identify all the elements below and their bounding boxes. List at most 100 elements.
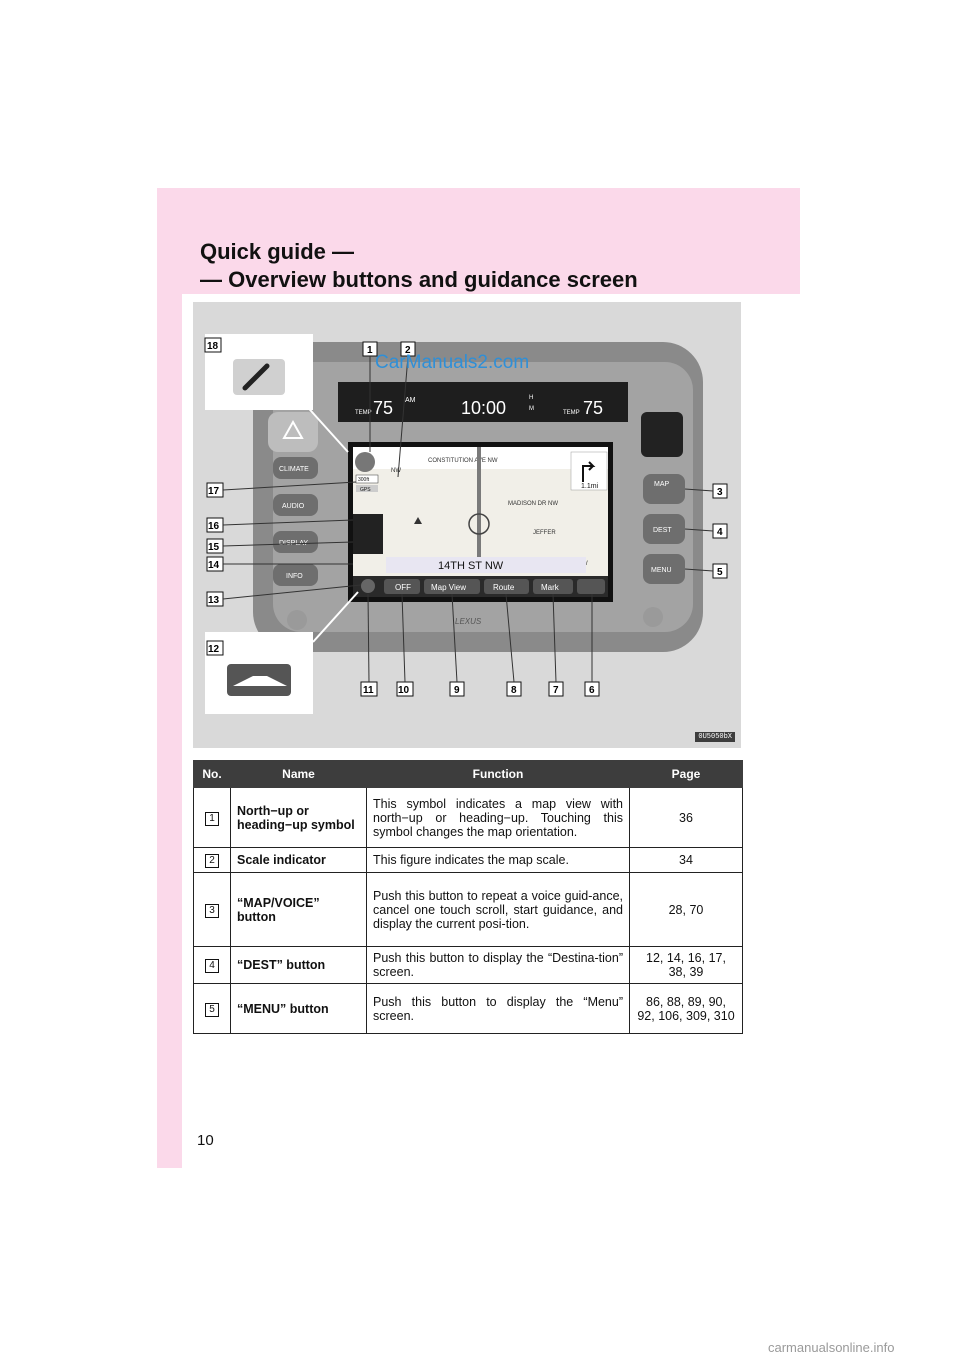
header-name: Name — [230, 760, 367, 788]
callout-14: 14 — [208, 560, 220, 571]
display-button[interactable] — [273, 531, 318, 553]
header-page: Page — [629, 760, 743, 788]
callout-12-box — [206, 640, 224, 656]
map-button-label: MAP — [654, 481, 670, 488]
turn-distance: 1.1mi — [581, 483, 599, 490]
page-number: 10 — [197, 1132, 214, 1149]
row-number: 1 — [205, 811, 219, 826]
audio-label: AUDIO — [282, 503, 305, 510]
table-row: 5 “MENU” button Push this button to disp… — [193, 983, 743, 1034]
table-row: 4 “DEST” button Push this button to disp… — [193, 946, 743, 984]
info-button[interactable] — [273, 564, 318, 586]
callout-15: 15 — [208, 542, 220, 553]
table-row: 1 North−up or heading−up symbol This sym… — [193, 787, 743, 848]
callout-7: 7 — [553, 685, 559, 696]
row-function: This figure indicates the map scale. — [366, 847, 630, 873]
poi-marker — [414, 517, 422, 524]
row-page: 12, 14, 16, 17, 38, 39 — [629, 946, 743, 984]
header-function: Function — [366, 760, 630, 788]
page-title: Quick guide — — Overview buttons and gui… — [200, 238, 638, 294]
callout-18-box — [204, 337, 222, 353]
callout-8: 8 — [511, 685, 517, 696]
audio-button[interactable] — [273, 494, 318, 516]
table-row: 3 “MAP/VOICE” button Push this button to… — [193, 872, 743, 947]
microphone-icon — [242, 363, 270, 391]
compass-panel — [353, 514, 383, 554]
table-row: 2 Scale indicator This figure indicates … — [193, 847, 743, 873]
h-label: H — [529, 395, 533, 401]
row-name: Scale indicator — [230, 847, 367, 873]
street-nw: NW — [391, 468, 401, 474]
brand-logo: LEXUS — [455, 617, 482, 626]
callout-5: 5 — [717, 567, 723, 578]
dest-button-label: DEST — [653, 527, 672, 534]
m-label: M — [529, 406, 534, 412]
info-label: INFO — [286, 573, 303, 580]
row-number: 4 — [205, 959, 219, 973]
callout-9: 9 — [454, 685, 460, 696]
temp-label-left: TEMP — [355, 410, 372, 416]
route-label: Route — [493, 583, 515, 592]
title-line-2: — Overview buttons and guidance screen — [200, 267, 638, 292]
row-number: 2 — [205, 854, 219, 868]
reference-table: No. Name Function Page 1 North−up or hea… — [193, 760, 743, 1034]
road-name-bar — [386, 557, 586, 573]
callout-4: 4 — [717, 527, 723, 538]
row-number-cell: 2 — [193, 847, 231, 873]
callout-1: 1 — [367, 345, 373, 356]
map-voice-button[interactable] — [643, 474, 685, 504]
map-view-button[interactable] — [424, 579, 480, 594]
clock: 10:00 — [461, 398, 506, 418]
street-madison: MADISON DR NW — [508, 501, 558, 507]
gps-indicator — [356, 485, 378, 492]
row-name: North−up or heading−up symbol — [230, 787, 367, 848]
callout-11: 11 — [363, 685, 374, 696]
road-icon — [233, 676, 287, 686]
turn-arrow-icon — [582, 461, 596, 482]
header-no: No. — [193, 760, 231, 788]
callout-12: 12 — [208, 644, 220, 655]
gps-text: GPS — [360, 487, 371, 493]
row-page: 36 — [629, 787, 743, 848]
hazard-button[interactable] — [268, 412, 318, 452]
north-up-symbol[interactable] — [355, 452, 375, 472]
dest-button[interactable] — [643, 514, 685, 544]
row-page: 34 — [629, 847, 743, 873]
row-page: 86, 88, 89, 90, 92, 106, 309, 310 — [629, 983, 743, 1034]
hazard-icon — [282, 419, 304, 439]
off-button-label: OFF — [395, 583, 411, 592]
row-number-cell: 5 — [193, 983, 231, 1034]
right-slot — [641, 412, 683, 457]
callout-10: 10 — [398, 685, 410, 696]
left-knob[interactable] — [287, 610, 307, 630]
row-number: 3 — [205, 903, 219, 918]
callout-17: 17 — [208, 486, 220, 497]
menu-button-label: MENU — [651, 567, 672, 574]
callout-13: 13 — [208, 595, 220, 606]
mark-button[interactable] — [533, 579, 573, 594]
callout-3: 3 — [717, 487, 723, 498]
climate-display — [338, 382, 628, 422]
road-name: 14TH ST NW — [438, 560, 504, 572]
callout-pointer-12 — [312, 591, 359, 643]
menu-soft-button[interactable] — [577, 579, 605, 594]
row-name: “MAP/VOICE” button — [230, 872, 367, 947]
climate-button[interactable] — [273, 457, 318, 479]
callout-6: 6 — [589, 685, 595, 696]
off-button[interactable] — [384, 579, 420, 594]
row-function: Push this button to display the “Destina… — [366, 946, 630, 984]
map-view-label: Map View — [431, 583, 466, 592]
right-knob[interactable] — [643, 607, 663, 627]
voice-guidance-button[interactable] — [361, 579, 375, 593]
temp-left: 75 — [373, 398, 393, 418]
scale-indicator — [355, 474, 379, 484]
mark-label: Mark — [541, 583, 560, 592]
route-button[interactable] — [484, 579, 529, 594]
title-line-1: Quick guide — — [200, 239, 355, 264]
footer-watermark: carmanualsonline.info — [768, 1340, 895, 1355]
menu-button[interactable] — [643, 554, 685, 584]
callout-pointer-18 — [302, 401, 349, 453]
row-function: Push this button to repeat a voice guid-… — [366, 872, 630, 947]
callout-2: 2 — [405, 345, 411, 356]
temp-label-right: TEMP — [563, 410, 580, 416]
